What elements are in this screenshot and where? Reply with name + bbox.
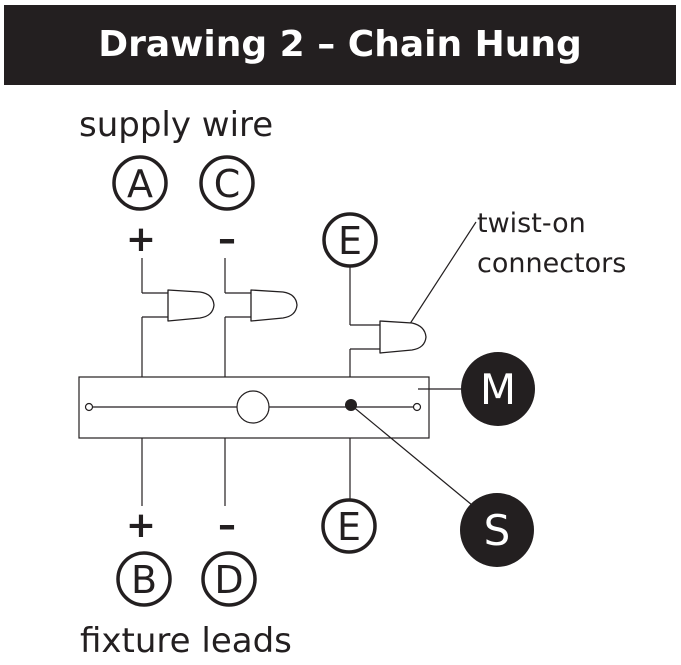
drawing-title: Drawing 2 – Chain Hung bbox=[98, 24, 582, 65]
badge-m-letter: M bbox=[480, 365, 516, 414]
marker-e-bottom-letter: E bbox=[337, 505, 361, 549]
marker-b-letter: B bbox=[131, 558, 157, 602]
twist-connector-2 bbox=[250, 289, 298, 322]
connector-leader-line bbox=[403, 221, 477, 334]
polarity-plus-top: + bbox=[126, 219, 156, 260]
fixture-leads-label: fixture leads bbox=[80, 621, 292, 661]
marker-c-letter: C bbox=[214, 162, 241, 206]
polarity-plus-bottom: + bbox=[126, 505, 156, 546]
polarity-minus-top: – bbox=[218, 219, 236, 260]
title-banner: Drawing 2 – Chain Hung bbox=[4, 5, 676, 85]
marker-d: D bbox=[201, 551, 257, 607]
wire-ground-top bbox=[349, 266, 380, 378]
marker-a-letter: A bbox=[127, 162, 153, 206]
twist-connector-3 bbox=[379, 320, 427, 354]
marker-e-top: E bbox=[322, 212, 378, 268]
wire-supply-minus bbox=[224, 258, 251, 378]
badge-s: S bbox=[460, 493, 534, 567]
marker-b: B bbox=[116, 551, 172, 607]
s-leader-line bbox=[350, 404, 473, 506]
marker-c: C bbox=[199, 155, 255, 211]
connectors-label-line2: connectors bbox=[477, 248, 626, 279]
badge-m: M bbox=[461, 352, 535, 426]
marker-d-letter: D bbox=[214, 558, 243, 602]
badge-s-letter: S bbox=[484, 506, 511, 555]
marker-e-bottom: E bbox=[321, 498, 377, 554]
wire-supply-plus bbox=[141, 258, 168, 378]
marker-a: A bbox=[112, 155, 168, 211]
polarity-minus-bottom: – bbox=[218, 505, 236, 546]
connectors-label-line1: twist-on bbox=[477, 208, 586, 239]
mounting-plate bbox=[78, 376, 430, 439]
twist-connector-1 bbox=[167, 289, 215, 322]
marker-e-top-letter: E bbox=[338, 219, 362, 263]
supply-wire-label: supply wire bbox=[79, 105, 273, 145]
